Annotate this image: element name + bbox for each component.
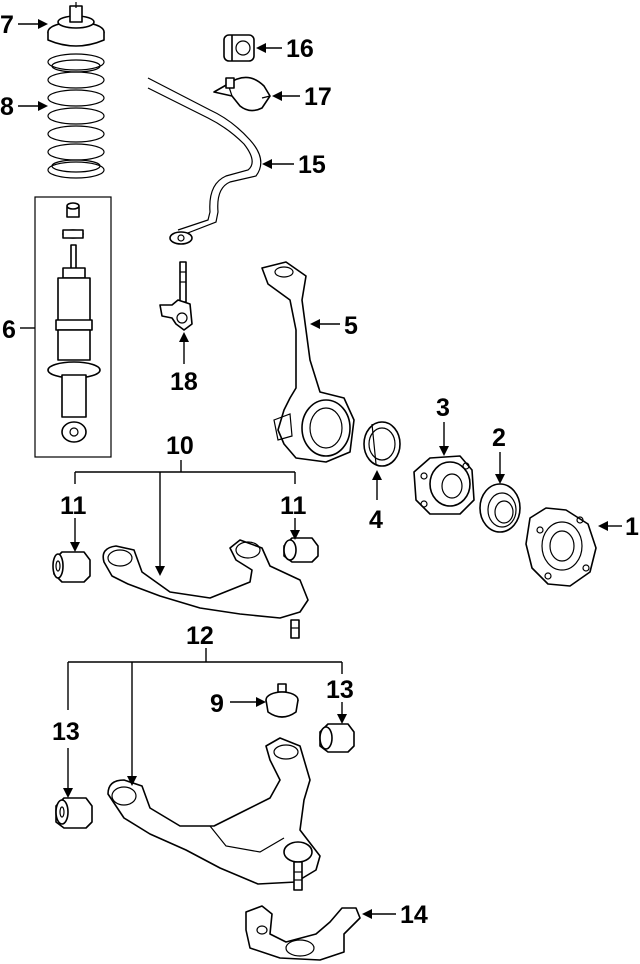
part-3-hub-assembly	[413, 455, 475, 515]
callout-4: 4	[369, 506, 383, 534]
part-13-lower-arm-bushing-right	[319, 723, 355, 753]
callout-8: 8	[0, 93, 14, 121]
callout-13-left: 13	[52, 718, 80, 746]
part-18-stabilizer-link	[159, 261, 193, 331]
callout-labels: 1 2 3 4 5 6 7 8 9 10 11 11 12 13 13 14 1…	[0, 11, 639, 929]
callout-7: 7	[0, 11, 14, 39]
part-10-upper-control-arm	[102, 539, 309, 639]
part-5-steering-knuckle	[261, 261, 355, 463]
part-12-lower-control-arm	[107, 737, 321, 891]
part-11-upper-arm-bushing-left	[52, 551, 91, 583]
part-1-front-hub	[525, 507, 597, 587]
part-17-bushing-bracket	[213, 76, 271, 112]
leader-lines	[18, 19, 622, 919]
part-14-lower-bracket	[245, 905, 361, 961]
part-16-stabilizer-bushing	[223, 34, 255, 62]
callout-5: 5	[344, 312, 358, 340]
callout-10: 10	[166, 432, 194, 460]
part-9-ball-joint	[265, 683, 299, 718]
callout-1: 1	[625, 513, 639, 541]
callout-12: 12	[186, 622, 214, 650]
part-6-shock-absorber	[34, 196, 112, 458]
part-11-upper-arm-bushing-right	[283, 537, 319, 563]
callout-11-left: 11	[60, 492, 87, 520]
callout-17: 17	[304, 83, 332, 111]
part-2-wheel-bearing	[479, 483, 521, 533]
callout-13-right: 13	[326, 676, 354, 704]
callout-16: 16	[286, 35, 314, 63]
callout-11-right: 11	[280, 492, 307, 520]
part-13-lower-arm-bushing-left	[55, 797, 93, 829]
callout-14: 14	[400, 901, 428, 929]
callout-15: 15	[298, 151, 326, 179]
callout-9: 9	[210, 690, 224, 718]
callout-2: 2	[492, 424, 506, 452]
part-7-spring-upper-mount	[47, 2, 105, 47]
part-15-stabilizer-bar	[147, 77, 262, 245]
callout-6: 6	[2, 316, 16, 344]
part-4-seal	[363, 421, 401, 467]
part-8-coil-spring	[47, 53, 105, 179]
callout-3: 3	[436, 394, 450, 422]
callout-18: 18	[170, 368, 198, 396]
